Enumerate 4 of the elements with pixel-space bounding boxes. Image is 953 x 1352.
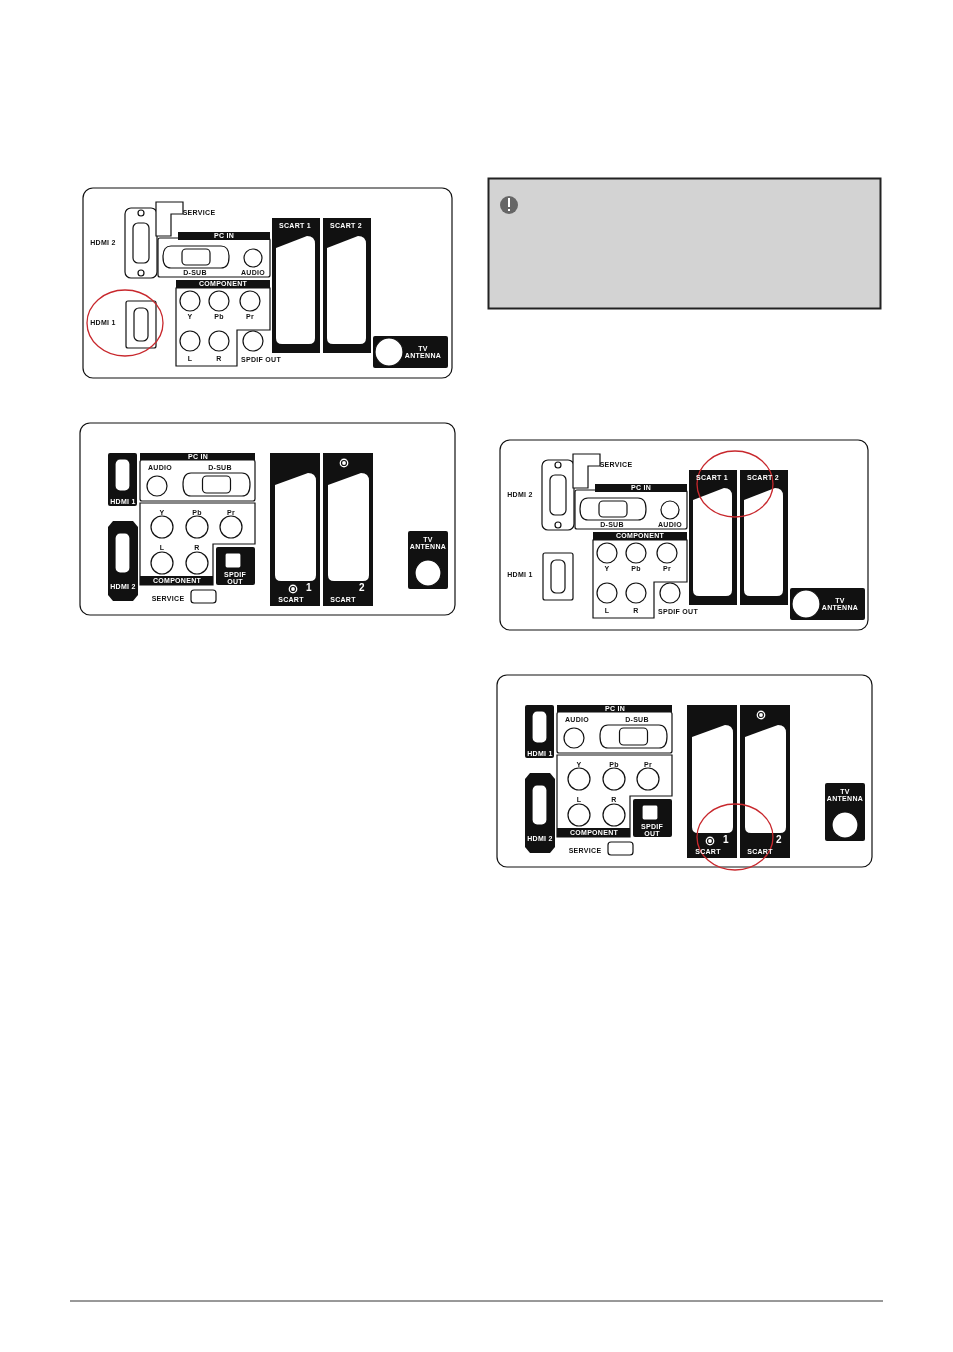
port-label: 2 bbox=[359, 582, 365, 594]
port-label: 1 bbox=[306, 582, 312, 594]
port-label: 1 bbox=[723, 834, 729, 846]
port-label: 2 bbox=[776, 834, 782, 846]
